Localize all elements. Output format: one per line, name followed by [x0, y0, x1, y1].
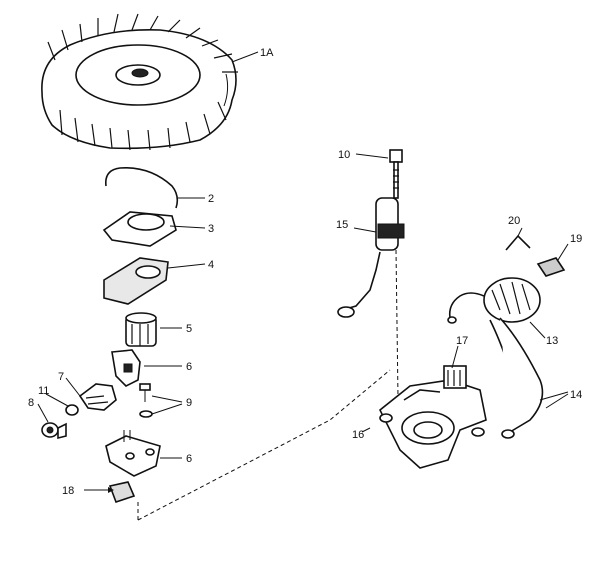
label-4: 4 [208, 259, 214, 271]
label-5: 5 [186, 323, 192, 335]
screws-part [139, 383, 153, 418]
label-19: 19 [570, 233, 582, 245]
bracket-part [78, 383, 117, 411]
bushing-part [125, 312, 157, 347]
plate-part [102, 211, 177, 247]
label-7: 7 [58, 371, 64, 383]
washer-part [41, 422, 67, 440]
label-6-upper: 6 [186, 361, 192, 373]
coil-part [447, 277, 541, 324]
label-16: 16 [352, 429, 364, 441]
pad-part [108, 481, 136, 504]
armature-part [378, 365, 487, 469]
label-3: 3 [208, 223, 214, 235]
lever-part [111, 349, 141, 387]
label-20: 20 [508, 215, 520, 227]
spring-part [104, 167, 179, 209]
label-11: 11 [38, 385, 49, 397]
label-6-lower: 6 [186, 453, 192, 465]
wires-part [489, 317, 544, 439]
gasket-part [103, 257, 169, 305]
label-10: 10 [338, 149, 350, 161]
label-15: 15 [336, 219, 348, 231]
label-8: 8 [28, 397, 34, 409]
alignment-line-1 [137, 369, 391, 521]
label-2: 2 [208, 193, 214, 205]
label-1a: 1A [260, 47, 274, 59]
wire-spring-part [505, 234, 531, 251]
label-18: 18 [62, 485, 74, 497]
alignment-line-2 [395, 249, 399, 399]
bolt-part [389, 149, 403, 199]
label-9: 9 [186, 397, 192, 409]
label-17: 17 [456, 335, 468, 347]
lower-lever-part [105, 430, 161, 477]
nut-part [65, 404, 79, 416]
label-14: 14 [570, 389, 582, 401]
condenser-part [337, 197, 405, 318]
label-13: 13 [546, 335, 558, 347]
clip-part [536, 257, 566, 277]
flywheel-part [41, 13, 238, 151]
